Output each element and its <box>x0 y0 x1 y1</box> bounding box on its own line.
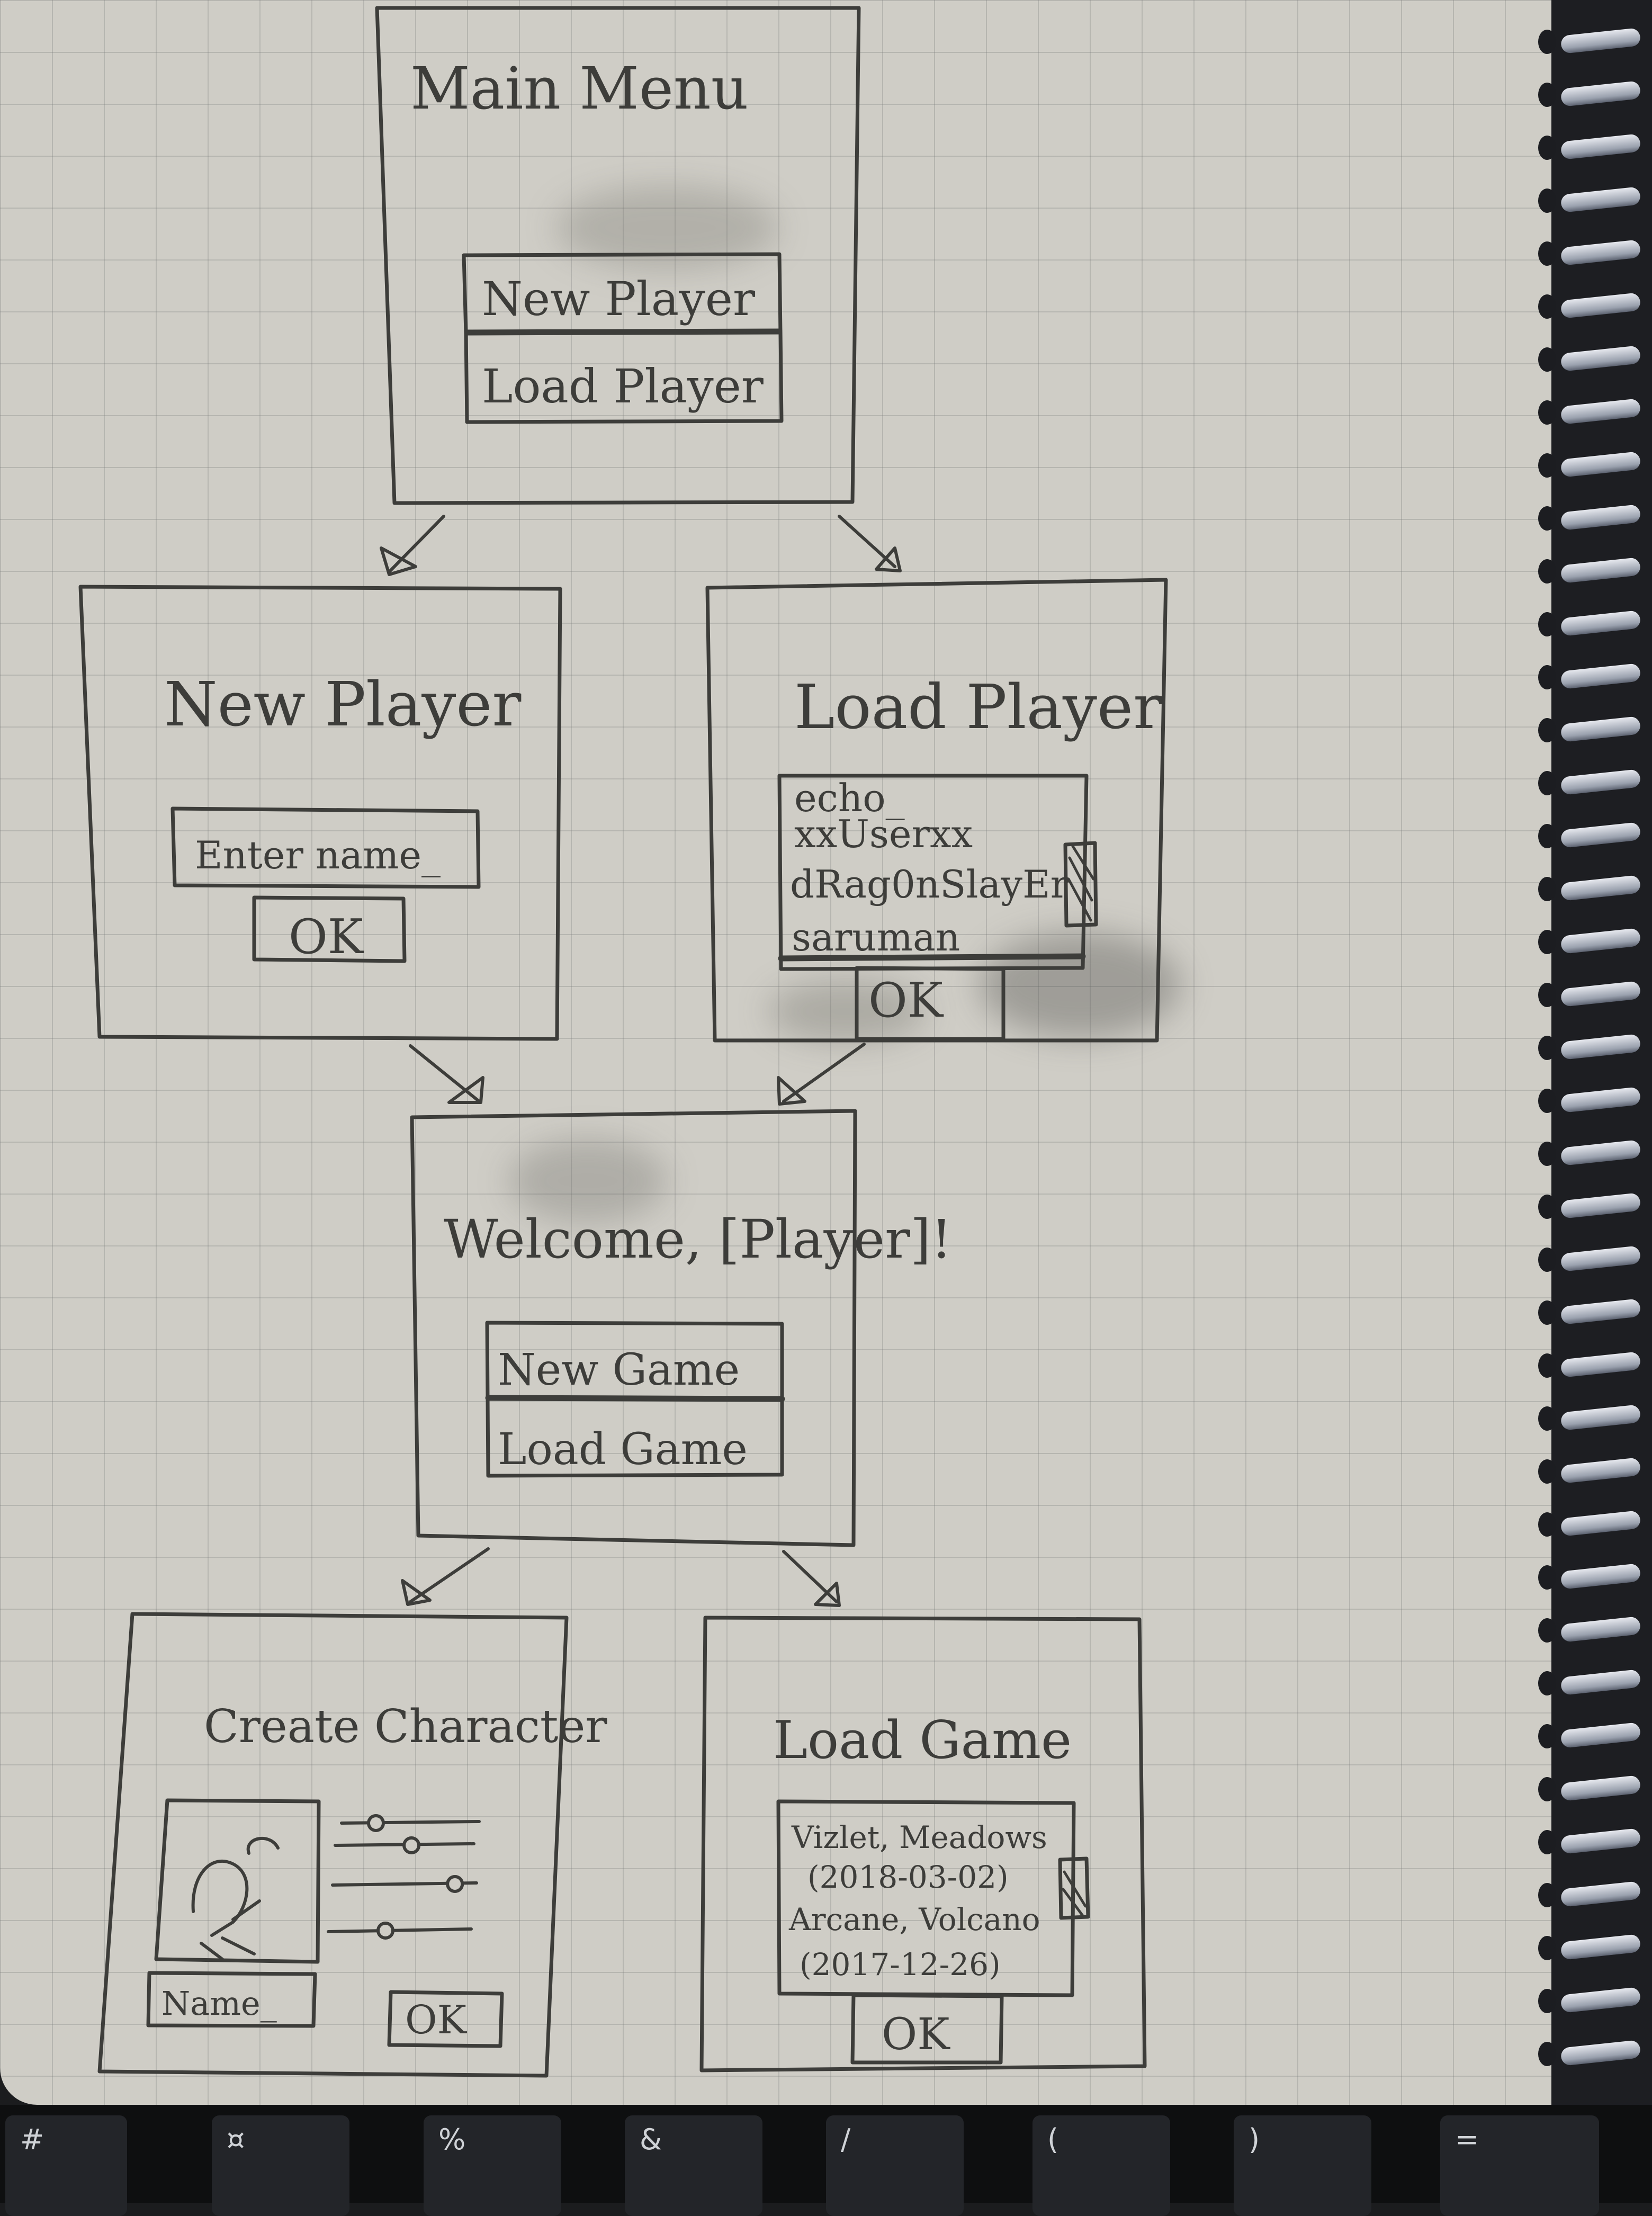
punch-hole <box>1538 189 1556 213</box>
punch-hole <box>1538 83 1556 107</box>
punch-hole <box>1538 559 1556 584</box>
punch-hole <box>1538 1459 1556 1484</box>
punch-hole <box>1538 718 1556 742</box>
punch-hole <box>1538 930 1556 954</box>
load-game-screen <box>699 1616 1147 2073</box>
pencil-smudge <box>768 980 927 1043</box>
player-list-item[interactable]: xxUserxx <box>794 812 973 856</box>
new-player-ok-button[interactable]: OK <box>289 909 364 965</box>
load-game-title: Load Game <box>773 1710 1072 1771</box>
welcome-title: Welcome, [Player]! <box>444 1208 952 1270</box>
welcome-new-game-button[interactable]: New Game <box>498 1345 740 1395</box>
load-player-title: Load Player <box>794 672 1162 743</box>
save-list-item[interactable]: Arcane, Volcano <box>788 1901 1040 1937</box>
player-list-item[interactable]: saruman <box>792 915 960 959</box>
player-list-item[interactable]: dRag0nSlayEr <box>790 862 1069 907</box>
keyboard-key: / <box>826 2115 964 2216</box>
keyboard-key: # <box>5 2115 127 2216</box>
punch-hole <box>1538 241 1556 266</box>
punch-hole <box>1538 877 1556 901</box>
keyboard-key: ( <box>1032 2115 1170 2216</box>
punch-hole <box>1538 294 1556 319</box>
punch-hole <box>1538 2042 1556 2066</box>
punch-hole <box>1538 1142 1556 1166</box>
player-list-item[interactable]: echo_ <box>794 776 905 820</box>
punch-hole <box>1538 1036 1556 1060</box>
character-slider-knob[interactable] <box>446 1875 464 1893</box>
load-player-screen <box>705 578 1168 1043</box>
welcome-load-game-button[interactable]: Load Game <box>498 1424 748 1475</box>
punch-hole <box>1538 1300 1556 1325</box>
punch-hole <box>1538 136 1556 160</box>
keyboard-key: = <box>1440 2115 1599 2216</box>
punch-hole <box>1538 1618 1556 1643</box>
new-player-screen <box>78 585 562 1041</box>
punch-hole <box>1538 1248 1556 1272</box>
punch-hole <box>1538 347 1556 372</box>
create-character-screen <box>97 1612 569 2078</box>
load-game-ok-button[interactable]: OK <box>882 2009 950 2060</box>
create-character-ok-button[interactable]: OK <box>405 1997 468 2043</box>
punch-hole <box>1538 506 1556 531</box>
punch-hole <box>1538 30 1556 54</box>
pencil-smudge <box>508 1138 667 1223</box>
keyboard-key: & <box>625 2115 762 2216</box>
punch-hole <box>1538 612 1556 636</box>
main-menu-new-player-button[interactable]: New Player <box>482 272 756 326</box>
punch-hole <box>1538 1936 1556 1960</box>
punch-hole <box>1538 1353 1556 1378</box>
save-list-date: (2017-12-26) <box>800 1946 1001 1982</box>
punch-hole <box>1538 771 1556 795</box>
flow-arrows <box>380 515 902 1607</box>
punch-hole <box>1538 1989 1556 2013</box>
punch-hole <box>1538 1565 1556 1590</box>
save-list-item[interactable]: Vizlet, Meadows <box>791 1819 1047 1855</box>
save-list-date: (2018-03-02) <box>807 1859 1009 1895</box>
punch-hole <box>1538 1724 1556 1748</box>
punch-hole <box>1538 1830 1556 1854</box>
main-menu-screen <box>375 6 861 505</box>
punch-hole <box>1538 453 1556 478</box>
punch-hole <box>1538 1883 1556 1907</box>
character-slider-knob[interactable] <box>402 1836 421 1854</box>
main-menu-load-player-button[interactable]: Load Player <box>482 359 764 414</box>
punch-hole <box>1538 1512 1556 1537</box>
keyboard-key: ) <box>1234 2115 1371 2216</box>
keyboard-key: % <box>424 2115 561 2216</box>
punch-hole <box>1538 1406 1556 1431</box>
load-player-ok-button[interactable]: OK <box>868 973 944 1028</box>
character-slider-knob[interactable] <box>376 1922 394 1940</box>
character-name-input[interactable]: Name_ <box>161 1984 277 2023</box>
new-player-title: New Player <box>164 669 521 740</box>
punch-hole <box>1538 1777 1556 1801</box>
main-menu-title: Main Menu <box>410 55 749 122</box>
pencil-smudge <box>980 932 1181 1038</box>
create-character-title: Create Character <box>204 1700 607 1753</box>
punch-hole <box>1538 983 1556 1007</box>
notebook-page <box>0 0 1583 2105</box>
welcome-screen <box>410 1109 857 1547</box>
punch-hole <box>1538 1089 1556 1113</box>
punch-hole <box>1538 1195 1556 1219</box>
punch-hole <box>1538 824 1556 848</box>
keyboard-key: ¤ <box>212 2115 349 2216</box>
character-slider-knob[interactable] <box>367 1814 385 1832</box>
punch-hole <box>1538 1671 1556 1695</box>
punch-hole <box>1538 400 1556 425</box>
new-player-name-input[interactable]: Enter name_ <box>195 833 441 877</box>
punch-hole <box>1538 665 1556 689</box>
